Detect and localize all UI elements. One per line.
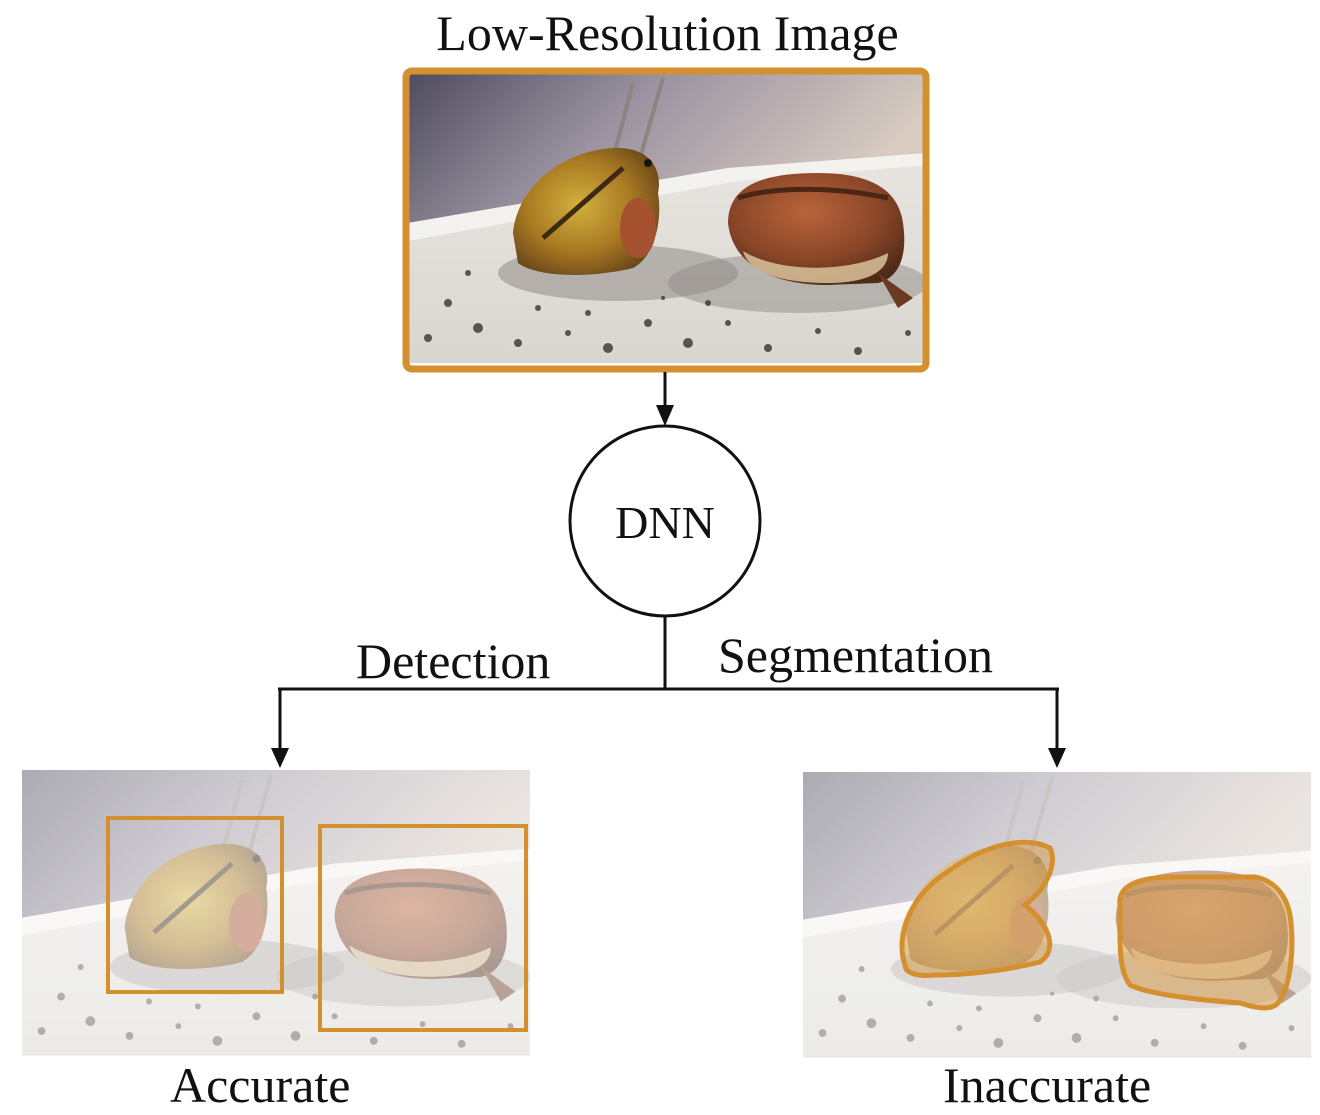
segmentation-mask-frog-2 <box>1117 874 1295 1011</box>
bounding-box-frog-2 <box>318 824 528 1032</box>
bounding-box-frog-1 <box>106 816 284 994</box>
segmentation-result-image <box>803 772 1311 1058</box>
inaccurate-result-label: Inaccurate <box>943 1057 1152 1113</box>
detection-edge-label: Detection <box>356 633 551 689</box>
low-resolution-image <box>402 67 930 373</box>
arrow-image-to-dnn <box>656 372 674 426</box>
accurate-result-label: Accurate <box>170 1057 351 1113</box>
segmentation-edge-label: Segmentation <box>718 627 993 683</box>
dnn-label: DNN <box>615 497 715 548</box>
detection-result-image <box>22 770 530 1056</box>
diagram-title: Low-Resolution Image <box>436 5 899 61</box>
segmentation-mask-frog-1 <box>899 839 1055 978</box>
branch-connector <box>271 616 1066 768</box>
